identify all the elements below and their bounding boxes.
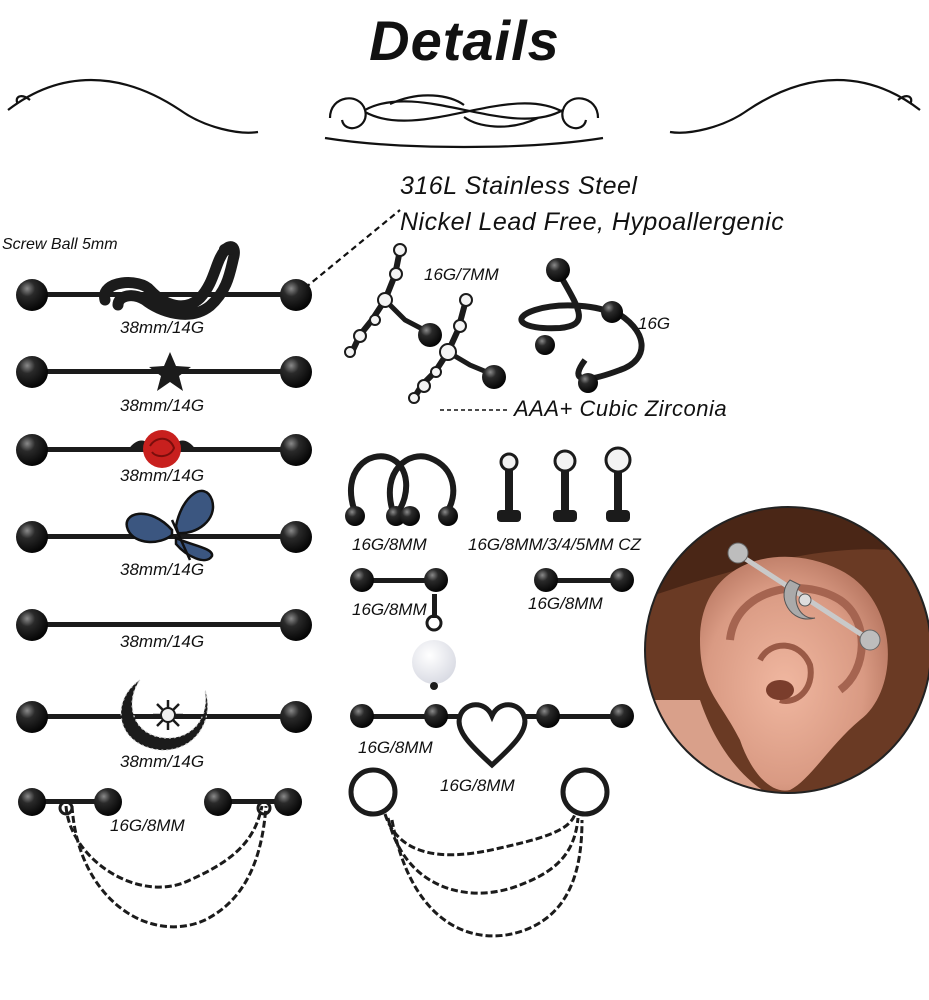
barbell-plain [16,609,312,641]
moon-icon [120,679,209,751]
barbell-butterfly-size: 38mm/14G [120,560,205,579]
labret-cz-icon [497,446,632,522]
horseshoe-ring-icon [347,453,457,514]
short-barbell-icon [350,568,448,592]
barbell-chain-size: 16G/8MM [110,816,185,835]
mini-bar-size: 16G/8MM [528,594,603,613]
butterfly-icon [125,489,215,562]
barbell-plain-size: 38mm/14G [120,632,205,651]
cz-text: AAA+ Cubic Zirconia [514,396,728,421]
heart-size: 16G/8MM [440,776,515,795]
barbell-double-chain [18,788,302,929]
rose-icon [143,430,181,468]
star-icon [149,352,191,391]
decorative-flourish-icon [7,79,921,149]
barbell-rose [16,430,312,468]
mini-barbell-icon [534,568,634,592]
heart-bar-size: 16G/8MM [358,738,433,757]
barbell-butterfly [16,489,312,562]
barbell-star-size: 38mm/14G [120,396,205,415]
barbell-snake [16,241,312,320]
material-leader-line [304,209,401,289]
material-text: 316L Stainless Steel [400,172,638,200]
snake-icon [99,241,240,320]
dangle-size: 16G/8MM [352,600,427,619]
labret-cz-size: 16G/8MM/3/4/5MM CZ [468,535,641,554]
page-title: Details [369,9,560,72]
ear-photo [645,507,929,793]
barbell-rose-size: 38mm/14G [120,466,205,485]
barbell-snake-size: 38mm/14G [120,318,205,337]
spiral-earring-icon [518,273,645,382]
horseshoe-size: 16G/8MM [352,535,427,554]
screw-ball-label: Screw Ball 5mm [2,236,118,253]
barbell-moon-size: 38mm/14G [120,752,205,771]
barbell-moon-sun [16,679,312,751]
ring-chain-icon [348,767,610,938]
spiral-size: 16G [638,314,671,333]
chain-icon [64,805,268,929]
pearl-dangle-icon [412,594,456,690]
constellation-size: 16G/7MM [424,265,499,284]
hypoallergenic-text: Nickel Lead Free, Hypoallergenic [400,208,785,236]
heart-barbell-icon [350,702,634,769]
constellation-earring-icon [344,243,506,404]
heart-icon [456,702,528,769]
barbell-star [16,352,312,391]
